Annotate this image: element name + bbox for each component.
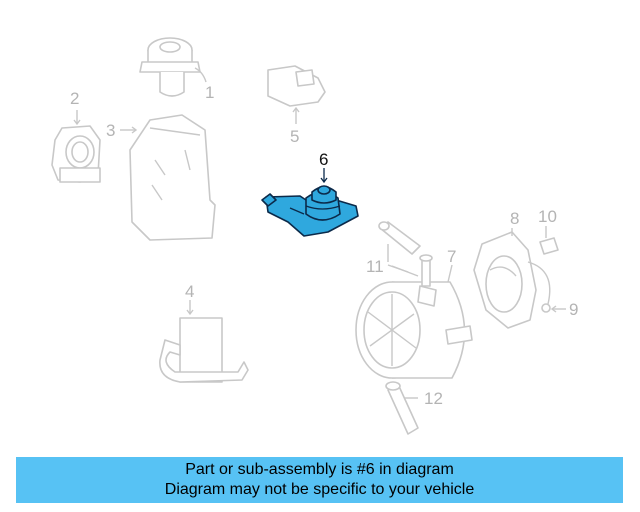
callout-5: 5: [290, 127, 299, 146]
callout-3: 3: [106, 121, 115, 140]
callout-2: 2: [70, 89, 79, 108]
part-4-drawing: [159, 300, 249, 383]
part-10-drawing: [539, 226, 559, 255]
part-7-drawing: [355, 264, 473, 379]
callout-10: 10: [538, 207, 557, 226]
part-11-drawing: [378, 221, 433, 287]
callout-8: 8: [510, 209, 519, 228]
part-12-drawing: [385, 381, 419, 435]
part-5-drawing: [267, 65, 326, 124]
callout-11: 11: [366, 257, 384, 276]
caption-banner: Part or sub-assembly is #6 in diagram Di…: [16, 457, 623, 503]
callout-7: 7: [447, 247, 456, 266]
caption-line-1: Part or sub-assembly is #6 in diagram: [185, 461, 454, 478]
part-3-drawing: [120, 114, 216, 241]
part-8-drawing: [473, 228, 537, 329]
callout-1: 1: [205, 83, 214, 102]
caption-line-2: Diagram may not be specific to your vehi…: [164, 481, 475, 498]
part-9-drawing: [527, 261, 566, 313]
callout-9: 9: [569, 300, 578, 319]
callout-4: 4: [185, 282, 194, 301]
callout-12: 12: [424, 389, 443, 408]
part-1-drawing: [139, 37, 207, 97]
part-2-drawing: [51, 110, 101, 183]
part-6-drawing: [261, 168, 359, 237]
callout-6: 6: [319, 150, 328, 169]
